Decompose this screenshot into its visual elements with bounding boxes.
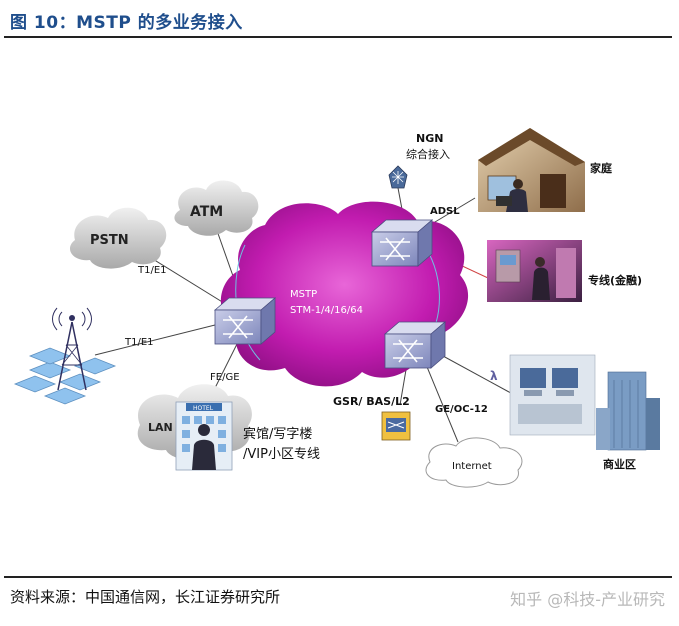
internet-label: Internet: [452, 461, 492, 472]
ngn-sublabel: 综合接入: [406, 147, 450, 161]
mstp-diagram: MSTP STM-1/4/16/64 PSTN ATM T1/E1: [13, 128, 660, 488]
home-label: 家庭: [590, 161, 612, 175]
atm-label: ATM: [190, 204, 223, 220]
mstp-rate-label: STM-1/4/16/64: [290, 305, 363, 316]
figure-title: 图 10：MSTP 的多业务接入: [10, 13, 243, 33]
hotel-sign: HOTEL: [193, 405, 214, 412]
cell-tower-icon: [13, 307, 117, 405]
pstn-label: PSTN: [90, 233, 129, 248]
ngn-router-icon: [388, 165, 408, 189]
bottom-divider: [4, 576, 672, 578]
internet-link-label: GE/OC-12: [435, 404, 488, 415]
internet-line: [424, 361, 459, 443]
mstp-switch-left: [213, 297, 277, 345]
gsr-router-icon: [381, 411, 411, 441]
watermark: 知乎 @科技-产业研究: [510, 590, 665, 609]
hotel-label-line1: 宾馆/写字楼: [243, 426, 312, 442]
ngn-label: NGN: [416, 132, 443, 145]
business-label: 商业区: [603, 457, 636, 471]
internet-cloud: [425, 437, 523, 488]
pstn-cloud: [69, 207, 167, 269]
home-icon: [478, 128, 585, 212]
pstn-link-label: T1/E1: [137, 265, 167, 276]
source-note: 资料来源：中国通信网，长江证券研究所: [10, 588, 281, 606]
mstp-switch-bottom: [383, 321, 447, 369]
finance-label: 专线(金融): [588, 273, 642, 287]
hotel-label-line2: /VIP小区专线: [243, 447, 320, 462]
mstp-label: MSTP: [290, 289, 317, 300]
tower-line: [94, 319, 236, 356]
gsr-label: GSR/ BAS/L2: [333, 395, 410, 408]
mstp-switch-top: [370, 219, 434, 267]
finance-icon: [487, 240, 582, 302]
hotel-building-icon: [175, 401, 233, 471]
business-district-icon: [509, 354, 660, 451]
adsl-label: ADSL: [430, 206, 460, 217]
business-line: [431, 349, 521, 399]
lan-link-label: FE/GE: [210, 372, 240, 383]
tower-link-label: T1/E1: [124, 337, 154, 348]
lambda-label: λ: [490, 369, 498, 383]
atm-cloud: [174, 180, 259, 236]
lan-label: LAN: [148, 421, 173, 434]
top-divider: [4, 36, 672, 38]
